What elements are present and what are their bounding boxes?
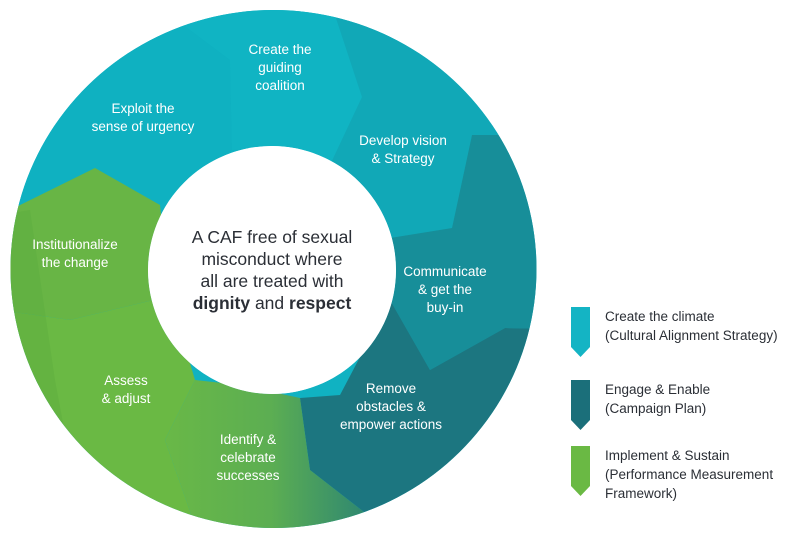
legend-marker-arrow-icon (571, 380, 590, 430)
segment-label-remove-obstacles: Remove obstacles & empower actions (339, 381, 443, 432)
vision-line-4: dignity and respect (162, 292, 382, 314)
vision-line-3: all are treated with (200, 271, 344, 291)
legend-subtitle: (Campaign Plan) (605, 401, 707, 416)
emphasis-respect: respect (289, 293, 352, 313)
emphasis-dignity: dignity (192, 293, 251, 313)
segment-label-assess-adjust: Assess & adjust (101, 373, 151, 406)
legend-title: Implement & Sustain (605, 448, 730, 463)
legend-text: Create the climate (Cultural Alignment S… (605, 307, 778, 345)
legend-marker-arrow-icon (571, 307, 590, 357)
segment-label-exploit-urgency: Exploit the sense of urgency (91, 101, 195, 134)
vision-line-1: A CAF free of sexual (191, 227, 353, 247)
change-cycle-ring (10, 10, 537, 528)
legend-subtitle: (Cultural Alignment Strategy) (605, 328, 778, 343)
legend-subtitle: (Performance Measurement Framework) (605, 467, 774, 501)
vision-joiner: and (250, 293, 290, 313)
segment-communicate (390, 135, 537, 370)
center-circle (148, 146, 396, 394)
segment-label-identify-celebrate: Identify & celebrate successes (216, 432, 280, 483)
segment-label-institutionalize: Institutionalize the change (32, 237, 118, 270)
legend-marker-arrow-icon (571, 446, 590, 496)
segment-institutionalize (10, 168, 170, 320)
legend-text: Implement & Sustain (Performance Measure… (605, 446, 773, 503)
segment-label-guiding-coalition: Create the guiding coalition (248, 42, 312, 93)
segment-label-communicate: Communicate & get the buy-in (403, 264, 487, 315)
segment-guiding-coalition (150, 10, 362, 165)
legend-text: Engage & Enable (Campaign Plan) (605, 380, 710, 418)
vision-line-2: misconduct where (201, 249, 343, 269)
segment-identify-celebrate (165, 380, 400, 528)
legend-title: Create the climate (605, 309, 715, 324)
vision-statement: A CAF free of sexual misconduct where al… (162, 226, 382, 314)
legend-title: Engage & Enable (605, 382, 711, 397)
segment-label-develop-vision: Develop vision & Strategy (359, 133, 447, 166)
